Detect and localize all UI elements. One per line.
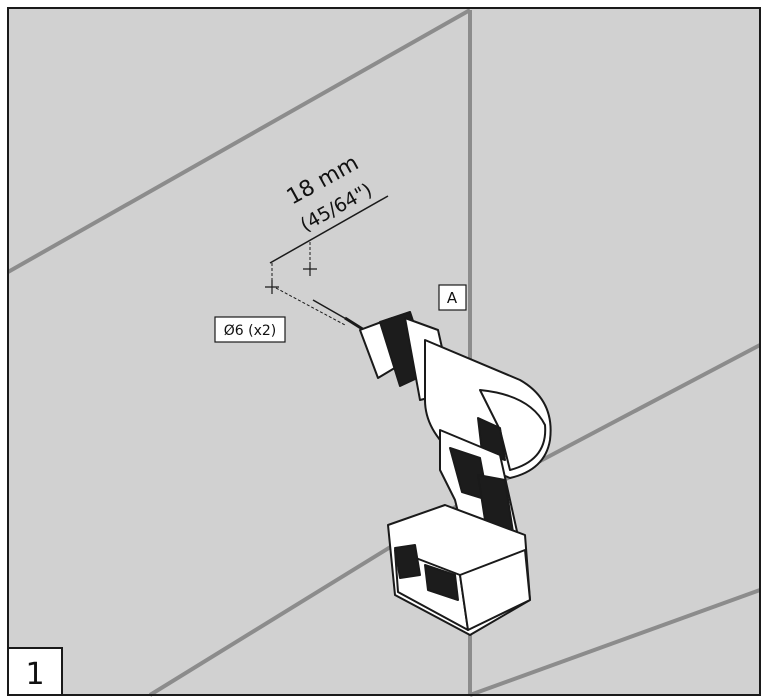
wall-label: A (447, 289, 458, 307)
wall-label-box (438, 284, 467, 311)
cordless-drill-icon (312, 299, 552, 636)
dimension-annotation (269, 195, 389, 326)
step-number-box (7, 647, 63, 696)
drill-hole-marks (265, 262, 317, 294)
drill-bit-label: Ø6 (x2) (224, 323, 277, 339)
step-number: 1 (25, 657, 44, 692)
diagram-frame (7, 7, 761, 696)
drill-bit-label-box (214, 316, 286, 343)
